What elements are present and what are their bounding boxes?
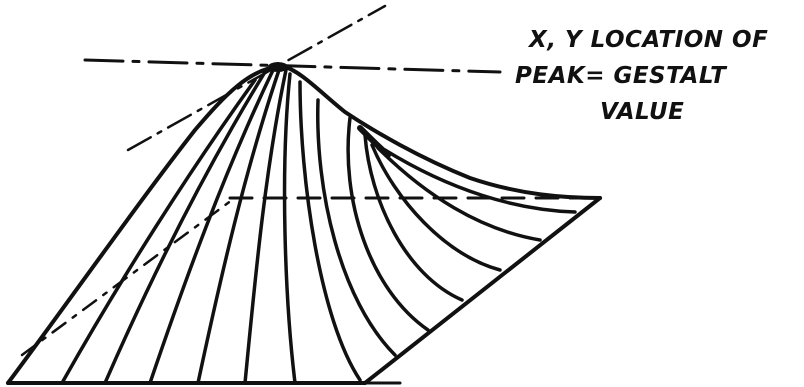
surface-contour-8 bbox=[316, 98, 397, 357]
annotation-line-1: X, Y LOCATION OF bbox=[529, 27, 769, 53]
annotation-line-2: PEAK= GESTALT bbox=[515, 63, 727, 89]
surface-base-right-edge bbox=[363, 196, 602, 385]
peak-tangent-line bbox=[126, 4, 387, 152]
peak-marker bbox=[268, 62, 288, 72]
surface-contour-7 bbox=[298, 80, 362, 382]
surface-contour-3 bbox=[148, 66, 276, 385]
surface-contour-9 bbox=[346, 116, 430, 332]
surface-contour-13 bbox=[383, 148, 577, 214]
lower-left-dashed-diagonal bbox=[20, 198, 234, 357]
peak-horizontal-reference-line bbox=[83, 58, 502, 74]
annotation-line-3: VALUE bbox=[600, 99, 685, 125]
peak-annotation: X, Y LOCATION OF PEAK= GESTALT VALUE bbox=[505, 22, 800, 130]
surface-silhouette bbox=[6, 64, 602, 385]
surface-contour-5 bbox=[243, 68, 288, 385]
surface-contour-11 bbox=[370, 143, 502, 272]
surface-contour-10 bbox=[363, 133, 464, 302]
secondary-ridge bbox=[357, 125, 391, 158]
surface-contour-12 bbox=[376, 146, 542, 242]
surface-contour-1 bbox=[60, 78, 257, 385]
surface-contour-6 bbox=[282, 72, 297, 385]
surface-contour-4 bbox=[196, 65, 282, 385]
surface-contour-2 bbox=[103, 70, 267, 385]
